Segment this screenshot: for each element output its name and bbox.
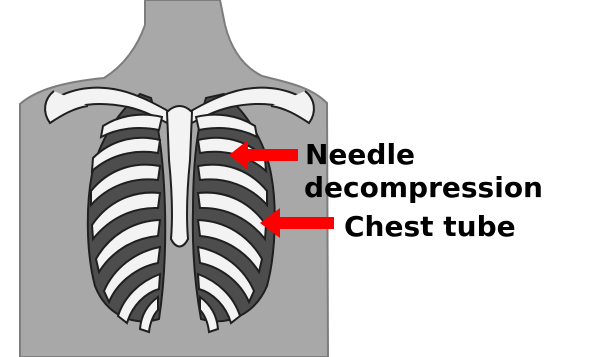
chest-tube-label: Chest tube — [344, 213, 516, 241]
needle-decompression-label-line-1: Needle — [305, 141, 415, 169]
needle-decompression-label-line-2: decompression — [304, 174, 543, 202]
